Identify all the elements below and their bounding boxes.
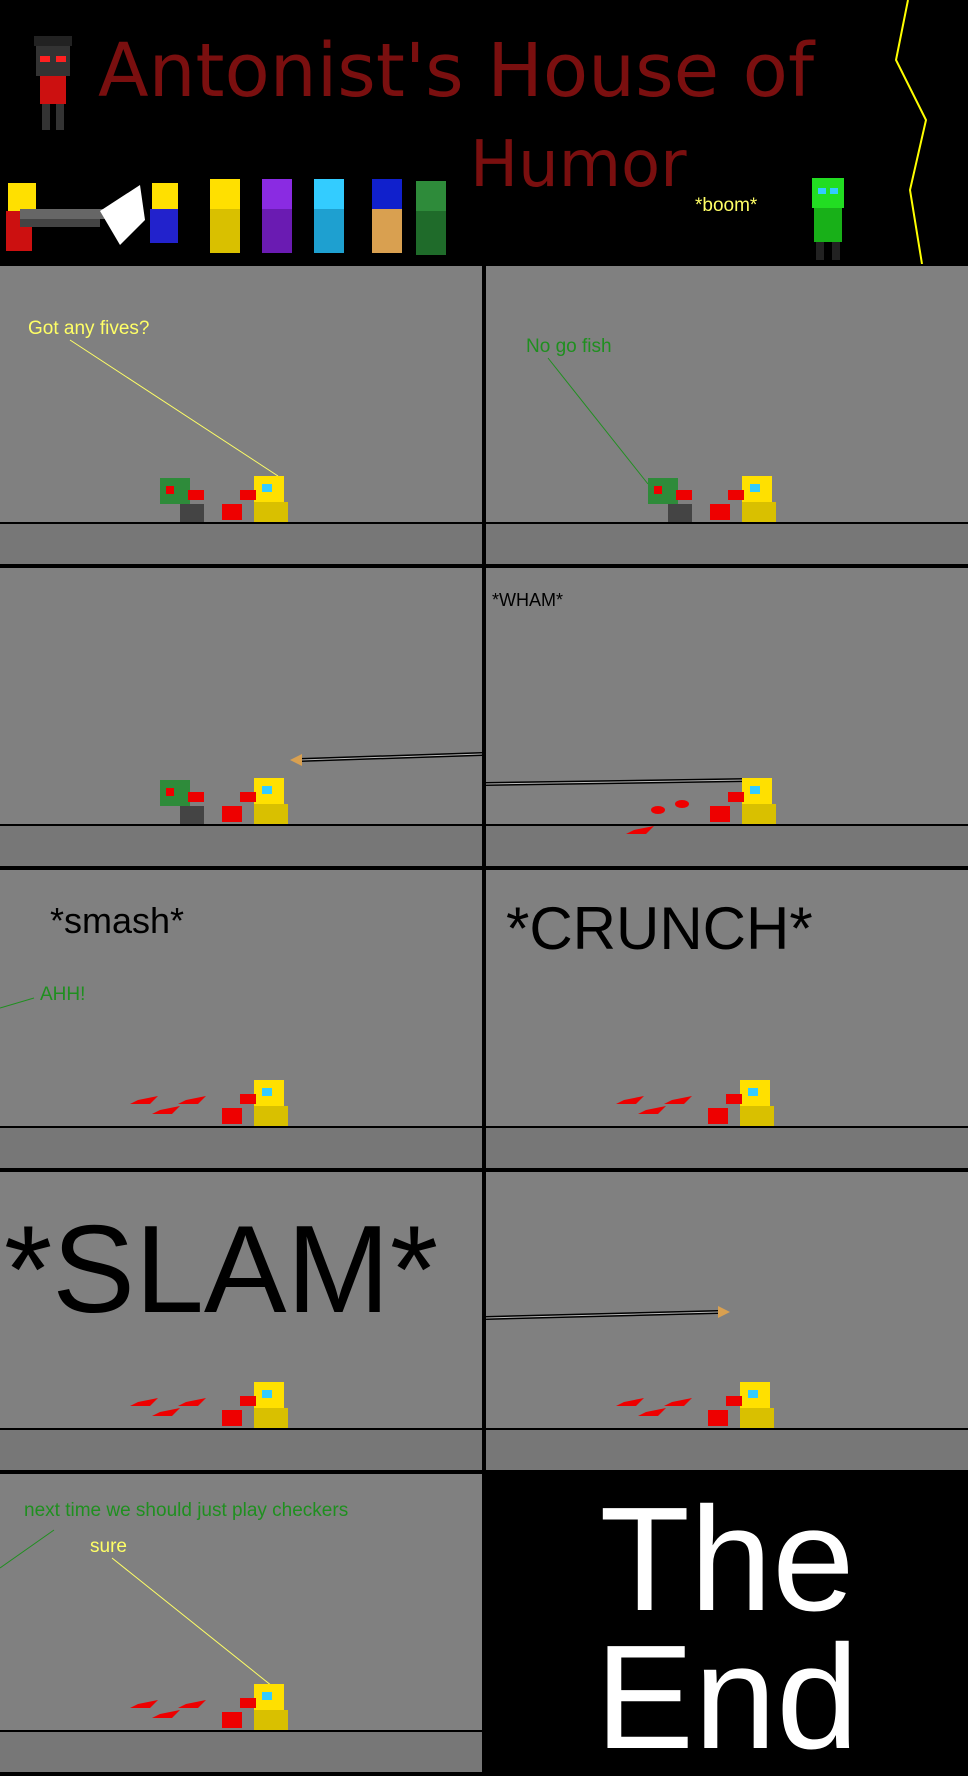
speech-pointer: [547, 357, 649, 485]
floor: [0, 522, 482, 564]
speech-sure: sure: [90, 1536, 127, 1557]
floor: [0, 1126, 482, 1168]
boom-sfx: *boom*: [695, 195, 758, 216]
green-robot-sprite: [812, 178, 844, 260]
card-players-sprite: [160, 778, 288, 824]
panel-2: No go fish: [486, 266, 968, 564]
yellow-player-sprite: [222, 1382, 288, 1428]
comic-header: Antonist's House of Humor *boom*: [0, 0, 968, 264]
outgoing-spear: [486, 1306, 730, 1416]
speech-got-any-fives: Got any fives?: [28, 318, 150, 339]
floor: [0, 824, 482, 866]
panel-5: *smash* AHH!: [0, 870, 482, 1168]
speech-pointer: [69, 339, 279, 477]
cast-lineup: [6, 179, 446, 255]
yellow-player-sprite: [708, 1080, 774, 1126]
yellow-player-sprite: [708, 1382, 774, 1428]
blood-splatter: [130, 1398, 206, 1416]
yellow-player-sprite: [222, 1080, 288, 1126]
panel-8: [486, 1172, 968, 1470]
speech-no-go-fish: No go fish: [526, 336, 612, 357]
floor: [0, 1730, 482, 1772]
floor: [486, 1428, 968, 1470]
comic-panels: Got any fives? No go fish: [0, 264, 968, 1776]
panel-4: *WHAM*: [486, 568, 968, 866]
floor: [0, 1428, 482, 1470]
panel-9: next time we should just play checkers s…: [0, 1474, 482, 1772]
blood-splatter: [616, 1096, 692, 1114]
panel-7: *SLAM*: [0, 1172, 482, 1470]
spear-and-blood: [486, 778, 749, 834]
comic-title: Antonist's House of: [98, 28, 815, 114]
the-end-line1: The: [599, 1477, 855, 1642]
comic-title-line2: Humor: [470, 128, 687, 202]
floor: [486, 824, 968, 866]
floor: [486, 522, 968, 564]
yellow-player-sprite: [222, 1684, 288, 1730]
floor: [486, 1126, 968, 1168]
panel-3: [0, 568, 482, 866]
sfx-slam: *SLAM*: [4, 1201, 439, 1339]
sfx-smash: *smash*: [50, 900, 185, 941]
panel-1: Got any fives?: [0, 266, 482, 564]
card-players-sprite: [648, 476, 776, 522]
incoming-spear: [290, 752, 482, 766]
panel-10: The End: [486, 1474, 968, 1772]
sfx-crunch: *CRUNCH*: [506, 895, 813, 962]
speech-ahh: AHH!: [40, 984, 86, 1005]
the-end-line2: End: [595, 1615, 859, 1772]
author-avatar-sprite: [34, 36, 72, 130]
lightning-bolt: [894, 0, 928, 264]
card-players-sprite: [160, 476, 288, 522]
speech-checkers: next time we should just play checkers: [24, 1500, 349, 1521]
yellow-player-sprite: [710, 778, 776, 824]
speech-pointer: [0, 997, 206, 1114]
speech-pointers: [0, 1529, 273, 1718]
panel-6: *CRUNCH*: [486, 870, 968, 1168]
sfx-wham: *WHAM*: [492, 590, 563, 610]
